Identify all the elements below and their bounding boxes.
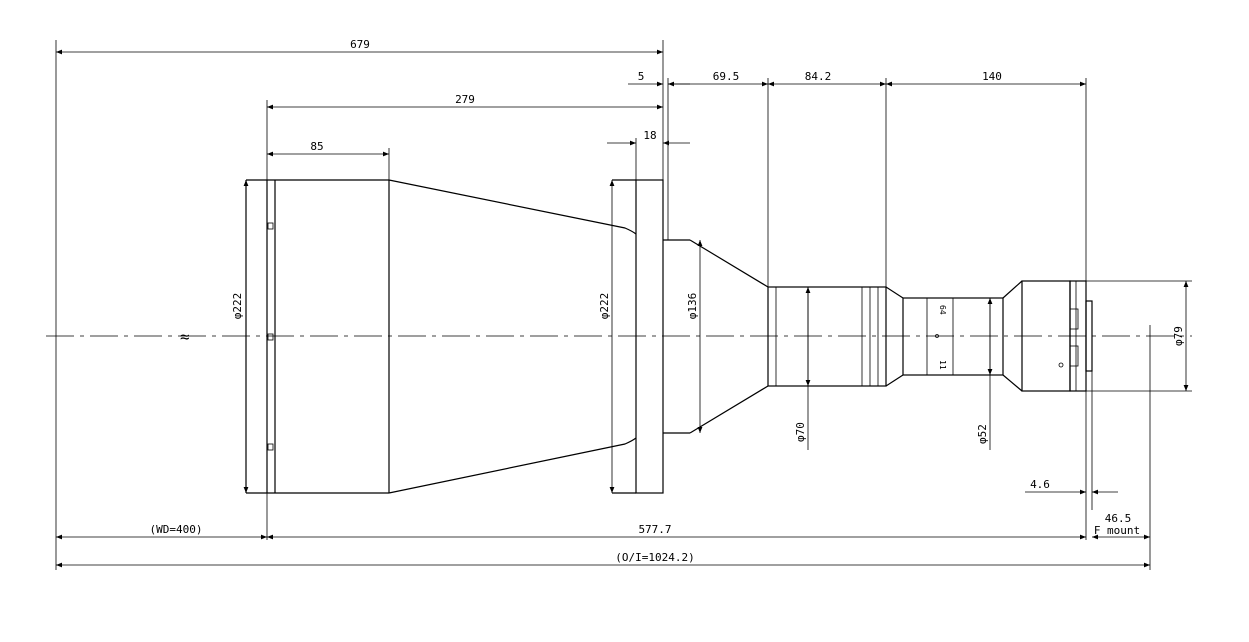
dim-mid-barrel: 84.2 — [805, 70, 832, 83]
rear-cone — [663, 239, 769, 434]
conical-body — [388, 179, 637, 494]
dim-flange-thickness: 18 — [643, 129, 656, 142]
ring-mark-top: 64 — [938, 305, 947, 315]
mid-barrel — [767, 286, 887, 387]
dim-flange-offset: 5 — [638, 70, 645, 83]
dim-rear-section: 140 — [982, 70, 1002, 83]
dim-flange-focal: 46.5 — [1105, 512, 1132, 525]
dim-dia-barrel: φ70 — [794, 422, 807, 442]
dim-working-distance: (WD=400) — [150, 523, 203, 536]
dim-dia-mount: φ79 — [1172, 326, 1185, 346]
dim-mount-type: F mount — [1094, 524, 1140, 537]
mounting-flange — [612, 179, 664, 494]
dim-object-to-image: (O/I=1024.2) — [615, 551, 694, 564]
front-barrel — [245, 179, 390, 494]
dim-dia-front: φ222 — [231, 293, 244, 320]
dim-dia-cone: φ136 — [686, 293, 699, 320]
dim-back-offset: 4.6 — [1030, 478, 1050, 491]
break-symbol: ≈ — [180, 327, 190, 346]
dim-front-section: 279 — [455, 93, 475, 106]
dim-lens-to-mount: 577.7 — [638, 523, 671, 536]
dim-dia-rear: φ52 — [976, 424, 989, 444]
dim-front-barrel: 85 — [310, 140, 323, 153]
ring-mark-bottom: 11 — [938, 360, 947, 370]
dim-cone-length: 69.5 — [713, 70, 740, 83]
dim-overall-length: 679 — [350, 38, 370, 51]
dim-dia-flange: φ222 — [598, 293, 611, 320]
step-ring: 64 11 — [885, 286, 1004, 387]
